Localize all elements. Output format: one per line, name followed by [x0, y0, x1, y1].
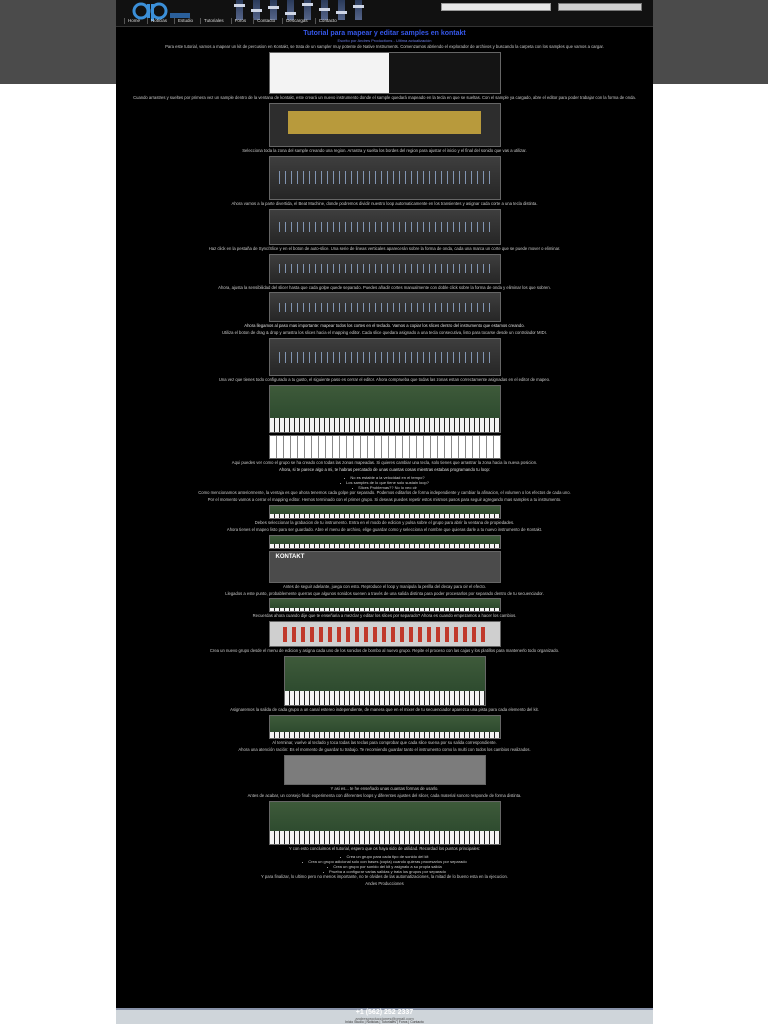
paragraph: Ahora, si te parece algo a mi, te habras…	[279, 467, 490, 473]
list-item: Los samples de lo que tiene solo sustain…	[126, 480, 643, 485]
paragraph: Ahora vamos a la parte divertida, el Bea…	[231, 200, 538, 206]
tutorial-article: Tutorial para mapear y editar samples en…	[126, 28, 643, 888]
paragraph: Una vez que tienes todo configurado a tu…	[218, 377, 551, 383]
paragraph: Asignaremos la salida de cada grupo a un…	[230, 707, 539, 713]
nav-item[interactable]: Foros	[230, 18, 250, 24]
page-container: Home Noticias Estudio Tutoriales Foros C…	[116, 0, 653, 1024]
paragraph: Selecciona toda la zona del sample crean…	[242, 147, 527, 153]
paragraph: Antes de seguir adelante, juega con esto…	[283, 583, 486, 589]
list-item: Slices Problemas?? No lo veo clr	[126, 485, 643, 490]
screenshot-image	[268, 715, 501, 740]
author-signature: Andes Producciones	[365, 880, 404, 886]
list-item: Crea un grupo para cada tipo de sonido d…	[126, 854, 643, 859]
paragraph: Crea un nuevo grupo desde el menu de edi…	[209, 648, 560, 654]
logo-icon	[132, 2, 190, 21]
list-item: Prueba a configurar varias salidas y tra…	[126, 869, 643, 874]
list-item: No es estable a la velocidad en el tempo…	[126, 475, 643, 480]
paragraph: Y asi es... te he enseñado unas cuantas …	[330, 785, 439, 791]
screenshot-image	[268, 621, 501, 648]
fader-icon	[336, 0, 347, 20]
question-list: No es estable a la velocidad en el tempo…	[126, 475, 643, 490]
nav-item[interactable]: Estudio	[174, 18, 196, 24]
screenshot-image	[283, 656, 486, 707]
list-item: Crea un grupo adicional solo con bases (…	[126, 859, 643, 864]
paragraph: Como mencionamos anteriormente, la venta…	[198, 489, 571, 495]
screenshot-image	[268, 208, 501, 245]
screenshot-image	[268, 534, 501, 549]
paragraph: Y con esto concluimos el tutorial, esper…	[288, 845, 481, 851]
paragraph: Por el momento vamos a cerrar el mapping…	[207, 496, 562, 502]
paragraph: Aqui puedes ver como el grupo se ha crea…	[231, 460, 538, 466]
paragraph: Para este tutorial, vamos a mapear un ki…	[165, 44, 604, 49]
fader-icon	[234, 0, 245, 20]
summary-list: Crea un grupo para cada tipo de sonido d…	[126, 854, 643, 874]
site-header: Home Noticias Estudio Tutoriales Foros C…	[116, 0, 653, 27]
screenshot-image	[268, 385, 501, 434]
fader-icon	[285, 0, 296, 20]
screenshot-image	[268, 253, 501, 284]
paragraph: Antes de acabar, un consejo final: exper…	[247, 792, 522, 798]
screenshot-image	[283, 754, 486, 785]
mixer-faders-decoration	[234, 0, 436, 20]
fader-icon	[302, 0, 313, 20]
search-button[interactable]	[558, 3, 642, 11]
footer-links[interactable]: Inicio Studio | Noticias | Tutoriales | …	[345, 1020, 424, 1024]
fader-icon	[319, 0, 330, 20]
main-nav: Home Noticias Estudio Tutoriales Foros C…	[124, 18, 340, 24]
screenshot-image	[268, 800, 501, 845]
nav-item[interactable]: Contacto	[314, 18, 340, 24]
paragraph: Ahora tienes el mapeo listo para ser gua…	[226, 526, 543, 532]
fader-icon	[251, 0, 262, 20]
screenshot-image	[268, 155, 501, 200]
screenshot-image	[268, 292, 501, 323]
fader-icon	[268, 0, 279, 20]
site-logo[interactable]	[132, 1, 192, 21]
screenshot-image	[268, 51, 501, 94]
paragraph: Ahora una atención ración: Es el momento…	[238, 747, 531, 753]
nav-item[interactable]: Tutoriales	[200, 18, 227, 24]
paragraph: Y para finalizar, lo ultimo pero no meno…	[261, 873, 508, 879]
nav-item[interactable]: Noticias	[147, 18, 170, 24]
paragraph: Ahora llegamos al paso mas importante: m…	[244, 323, 525, 329]
article-title: Tutorial para mapear y editar samples en…	[303, 30, 466, 37]
nav-item[interactable]: Home	[124, 18, 143, 24]
screenshot-image	[268, 102, 501, 147]
paragraph: Al terminar, vuelve al teclado y toca to…	[272, 740, 497, 746]
site-footer: +1 (562) 252 2337 andresproducciones@gma…	[116, 1008, 653, 1024]
nav-item[interactable]: Descargas	[282, 18, 311, 24]
nav-item[interactable]: Contacto	[253, 18, 278, 24]
fader-icon	[353, 0, 364, 20]
paragraph: Cuando arrastres y sueltes por primera v…	[133, 94, 636, 100]
footer-phone: +1 (562) 252 2337	[355, 1009, 414, 1016]
screenshot-image	[268, 435, 501, 460]
screenshot-image	[268, 338, 501, 377]
paragraph: Utiliza el boton de drag & drop y arrast…	[222, 330, 547, 336]
screenshot-image	[268, 598, 501, 613]
paragraph: Haz click en la pestaña de Sync/Slice y …	[208, 245, 561, 251]
footer-email[interactable]: andresproducciones@gmail.com	[355, 1016, 414, 1021]
article-subtitle: Escrito por Andres Productions - Ultima …	[337, 38, 432, 43]
screenshot-image	[268, 504, 501, 519]
screenshot-image	[268, 550, 501, 583]
paragraph: Llegados a este punto, probablemente que…	[225, 590, 544, 596]
search-input[interactable]	[441, 3, 551, 11]
paragraph: Recuerdas ahora cuando dije que te enseñ…	[252, 613, 517, 619]
list-item: Crea un grupo por sonido del kit y asign…	[126, 864, 643, 869]
paragraph: Debes seleccionar la grabacion de tu ins…	[254, 519, 515, 525]
paragraph: Ahora, ajusta la sensibilidad del slicer…	[218, 284, 551, 290]
